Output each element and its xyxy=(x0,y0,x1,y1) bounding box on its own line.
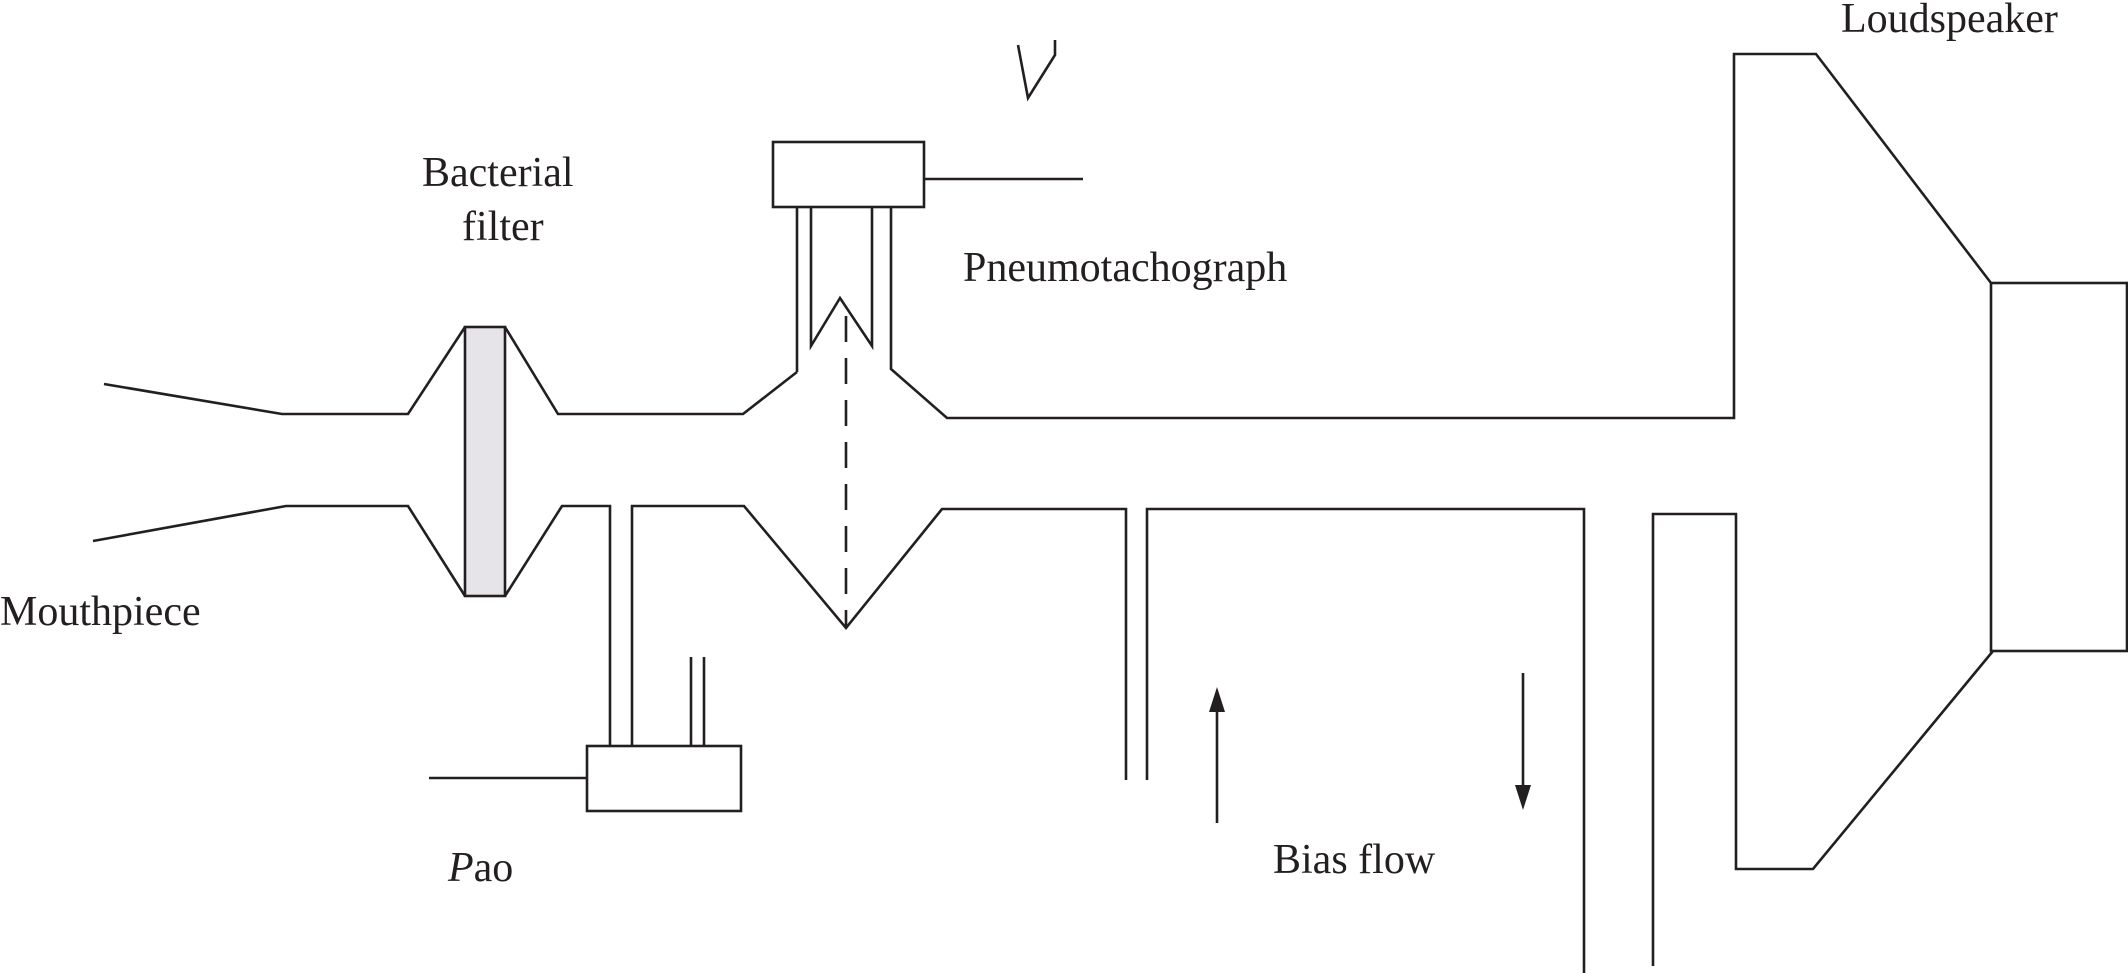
pao-transducer xyxy=(429,504,1128,813)
pao-subscript: ao xyxy=(474,845,514,891)
mouthpiece xyxy=(92,326,467,597)
bias-flow-ports xyxy=(1145,507,1995,973)
bacterial-filter-label-line2: filter xyxy=(462,204,544,250)
bias-flow-in-arrow xyxy=(1209,687,1225,823)
bacterial-filter xyxy=(463,325,798,746)
bias-flow-out-arrow xyxy=(1515,673,1531,810)
pneumotachograph xyxy=(771,52,1993,628)
flow-signal-symbol xyxy=(1016,40,1057,102)
pao-label: Pao xyxy=(447,845,513,891)
pneumotachograph-label: Pneumotachograph xyxy=(963,245,1287,291)
bias-flow-label: Bias flow xyxy=(1273,837,1436,883)
mouthpiece-label: Mouthpiece xyxy=(0,589,201,635)
loudspeaker xyxy=(1989,281,2128,653)
pao-symbol: P xyxy=(447,845,474,891)
bacterial-filter-label-line1: Bacterial xyxy=(422,150,574,196)
loudspeaker-label: Loudspeaker xyxy=(1841,0,2058,42)
